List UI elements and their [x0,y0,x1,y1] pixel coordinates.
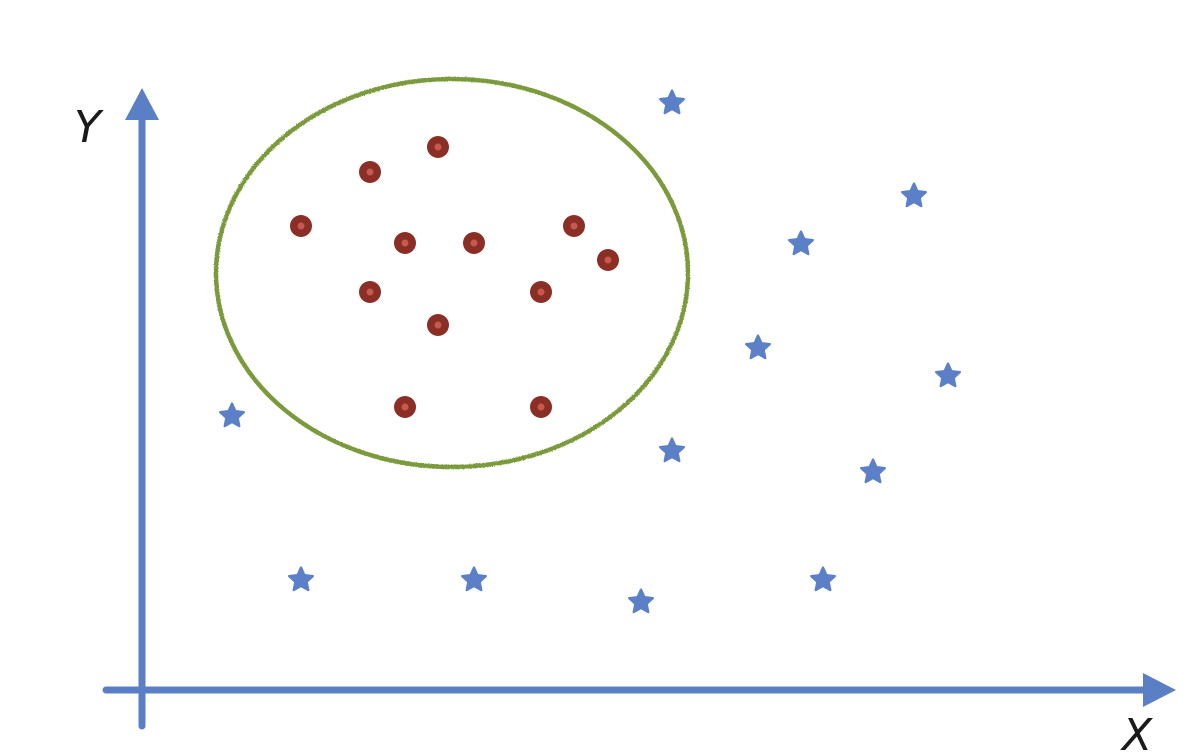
circle-point-highlight [366,288,374,296]
circle-point [427,314,449,336]
circle-class-points [290,136,619,418]
y-axis-label: Y [74,102,104,153]
star-point [659,437,685,463]
circle-point [394,396,416,418]
circle-point-highlight [401,239,409,247]
star-class-points [219,89,961,614]
axes [102,88,1176,730]
circle-point-highlight [366,168,374,176]
decision-boundary-ellipse [213,76,691,470]
circle-point [463,232,485,254]
circle-point [597,249,619,271]
circle-point [530,281,552,303]
circle-point [359,281,381,303]
star-point [788,230,814,256]
circle-point [530,396,552,418]
x-axis-label: X [1120,710,1153,752]
circle-point-highlight [297,222,305,230]
circle-point [290,215,312,237]
star-point [288,566,314,592]
circle-point-highlight [604,256,612,264]
star-point [628,588,654,614]
circle-point [427,136,449,158]
circle-point-highlight [434,321,442,329]
circle-point-highlight [537,403,545,411]
star-point [810,566,836,592]
star-point [659,89,685,115]
circle-point-highlight [470,239,478,247]
star-point [461,566,487,592]
y-axis-arrow [125,88,159,120]
x-axis-arrow [1143,673,1176,707]
circle-point [359,161,381,183]
star-point [219,402,245,428]
circle-point-highlight [401,403,409,411]
circle-point [563,215,585,237]
star-point [901,182,927,208]
circle-point [394,232,416,254]
star-point [935,362,961,388]
circle-point-highlight [434,143,442,151]
star-point [745,334,771,360]
circle-point-highlight [570,222,578,230]
star-point [860,458,886,484]
circle-point-highlight [537,288,545,296]
